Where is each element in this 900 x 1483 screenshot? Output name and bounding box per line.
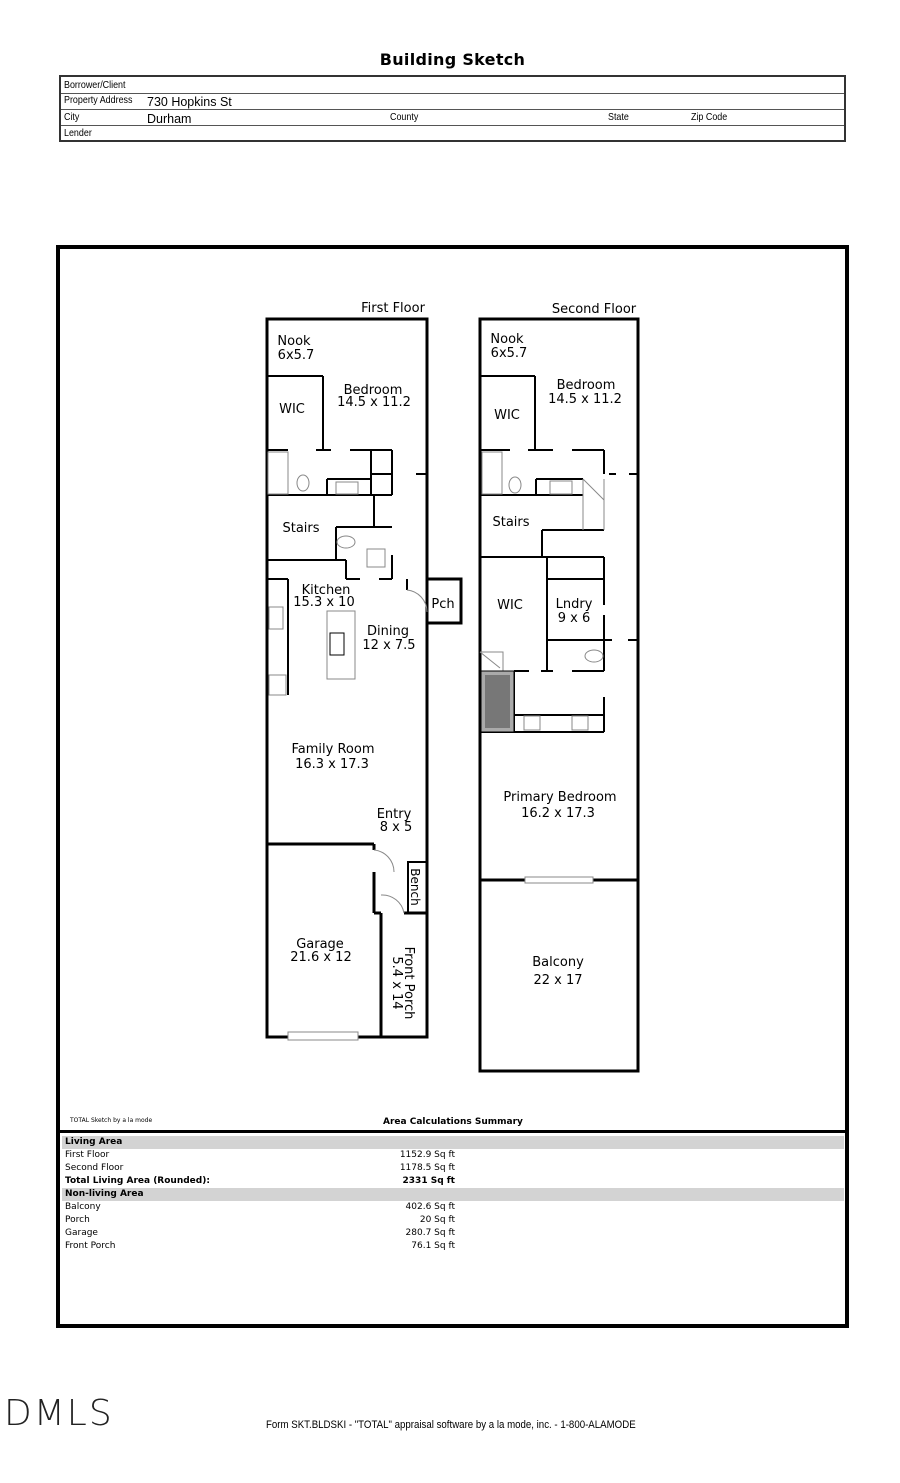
- toilet-icon: [296, 474, 310, 492]
- city-row: City Durham County State Zip Code: [61, 109, 844, 126]
- svg-text:15.3 x 10: 15.3 x 10: [293, 595, 354, 610]
- dmls-logo: DMLS: [4, 1393, 114, 1434]
- address-label: Property Address: [64, 94, 133, 106]
- room-dining: Dining: [367, 624, 409, 639]
- room-bench: Bench: [408, 868, 422, 905]
- room-bedroom-2: Bedroom: [557, 378, 616, 393]
- svg-text:8 x 5: 8 x 5: [380, 820, 413, 835]
- address-row: Property Address 730 Hopkins St: [61, 93, 844, 110]
- first-floor-outline: [265, 317, 429, 1039]
- total-living-row: Total Living Area (Rounded): 2331 Sq ft: [65, 1176, 455, 1186]
- city-value: Durham: [147, 112, 192, 126]
- stove-icon: [268, 606, 284, 630]
- sink-icon: [549, 480, 573, 495]
- kitchen-island: [326, 610, 356, 680]
- summary-row: Garage 280.7 Sq ft: [65, 1228, 455, 1238]
- room-kitchen: Kitchen: [302, 583, 351, 598]
- svg-text:6x5.7: 6x5.7: [491, 346, 528, 361]
- room-wic-1: WIC: [279, 402, 305, 417]
- second-floor-outline: [478, 317, 640, 1073]
- sketch-frame: [56, 245, 849, 1328]
- room-bedroom-1: Bedroom: [344, 383, 403, 398]
- city-label: City: [64, 111, 80, 123]
- living-area-header: Living Area: [62, 1136, 844, 1149]
- non-living-area-header: Non-living Area: [62, 1188, 844, 1201]
- room-wic-2: WIC: [494, 408, 520, 423]
- room-garage: Garage: [296, 937, 344, 952]
- sink-icon: [523, 715, 541, 731]
- summary-row: Porch 20 Sq ft: [65, 1215, 455, 1225]
- page-title: Building Sketch: [379, 50, 526, 69]
- room-stairs-1: Stairs: [282, 521, 319, 536]
- svg-text:21.6 x 12: 21.6 x 12: [290, 950, 351, 965]
- shower-icon: [480, 670, 515, 733]
- room-family-room: Family Room: [292, 742, 375, 757]
- property-header-table: Borrower/Client Property Address 730 Hop…: [59, 75, 846, 142]
- svg-text:16.3 x 17.3: 16.3 x 17.3: [295, 757, 369, 772]
- svg-text:22 x 17: 22 x 17: [533, 973, 582, 988]
- svg-text:12 x 7.5: 12 x 7.5: [362, 638, 415, 653]
- svg-text:6x5.7: 6x5.7: [278, 348, 315, 363]
- form-footer: Form SKT.BLDSKI - "TOTAL" appraisal soft…: [266, 1419, 636, 1431]
- borrower-row: Borrower/Client: [61, 77, 844, 94]
- floor-plan-sketch: First Floor Second Floor Nook 6x5.7 Bedr…: [265, 301, 640, 1073]
- room-front-porch: Front Porch: [401, 947, 416, 1020]
- toilet-icon: [336, 535, 356, 549]
- lender-row: Lender: [61, 125, 844, 141]
- summary-divider: [56, 1130, 849, 1133]
- svg-text:16.2 x 17.3: 16.2 x 17.3: [521, 806, 595, 821]
- first-floor-label: First Floor: [361, 301, 425, 316]
- lender-label: Lender: [64, 127, 92, 139]
- zip-label: Zip Code: [691, 111, 728, 123]
- garage-door-icon: [287, 1031, 359, 1041]
- door-swing-icon: [380, 894, 405, 914]
- room-balcony: Balcony: [532, 955, 584, 970]
- summary-row: Balcony 402.6 Sq ft: [65, 1202, 455, 1212]
- room-stairs-2: Stairs: [492, 515, 529, 530]
- fridge-icon: [268, 674, 287, 696]
- summary-title: Area Calculations Summary: [383, 1117, 523, 1127]
- bathtub-icon: [481, 451, 503, 495]
- door-swing-icon: [406, 589, 428, 613]
- room-nook-1: Nook: [277, 334, 311, 349]
- sliding-door-icon: [524, 876, 594, 884]
- county-label: County: [390, 111, 419, 123]
- sketch-credit: TOTAL Sketch by a la mode: [70, 1117, 153, 1124]
- sink-icon: [571, 715, 589, 731]
- room-nook-2: Nook: [490, 332, 524, 347]
- summary-row: First Floor 1152.9 Sq ft: [65, 1150, 455, 1160]
- summary-row: Front Porch 76.1 Sq ft: [65, 1241, 455, 1251]
- svg-text:9 x 6: 9 x 6: [558, 611, 591, 626]
- address-value: 730 Hopkins St: [147, 95, 232, 109]
- room-entry: Entry: [377, 807, 412, 822]
- room-primary-bedroom: Primary Bedroom: [503, 790, 616, 805]
- toilet-icon: [508, 476, 522, 494]
- borrower-label: Borrower/Client: [64, 79, 126, 91]
- toilet-icon: [584, 649, 604, 663]
- second-floor-label: Second Floor: [552, 302, 637, 317]
- svg-text:5.4 x 14: 5.4 x 14: [389, 956, 404, 1009]
- room-wic-3: WIC: [497, 598, 523, 613]
- svg-text:14.5 x 11.2: 14.5 x 11.2: [548, 392, 622, 407]
- bathtub-icon: [267, 451, 289, 495]
- sink-icon: [335, 481, 359, 495]
- room-pch: Pch: [431, 597, 454, 612]
- island-sink-icon: [329, 632, 345, 656]
- state-label: State: [608, 111, 629, 123]
- door-swing-icon: [373, 849, 395, 873]
- sink-icon: [366, 548, 386, 568]
- summary-row: Second Floor 1178.5 Sq ft: [65, 1163, 455, 1173]
- svg-text:14.5 x 11.2: 14.5 x 11.2: [337, 395, 411, 410]
- room-laundry: Lndry: [556, 597, 593, 612]
